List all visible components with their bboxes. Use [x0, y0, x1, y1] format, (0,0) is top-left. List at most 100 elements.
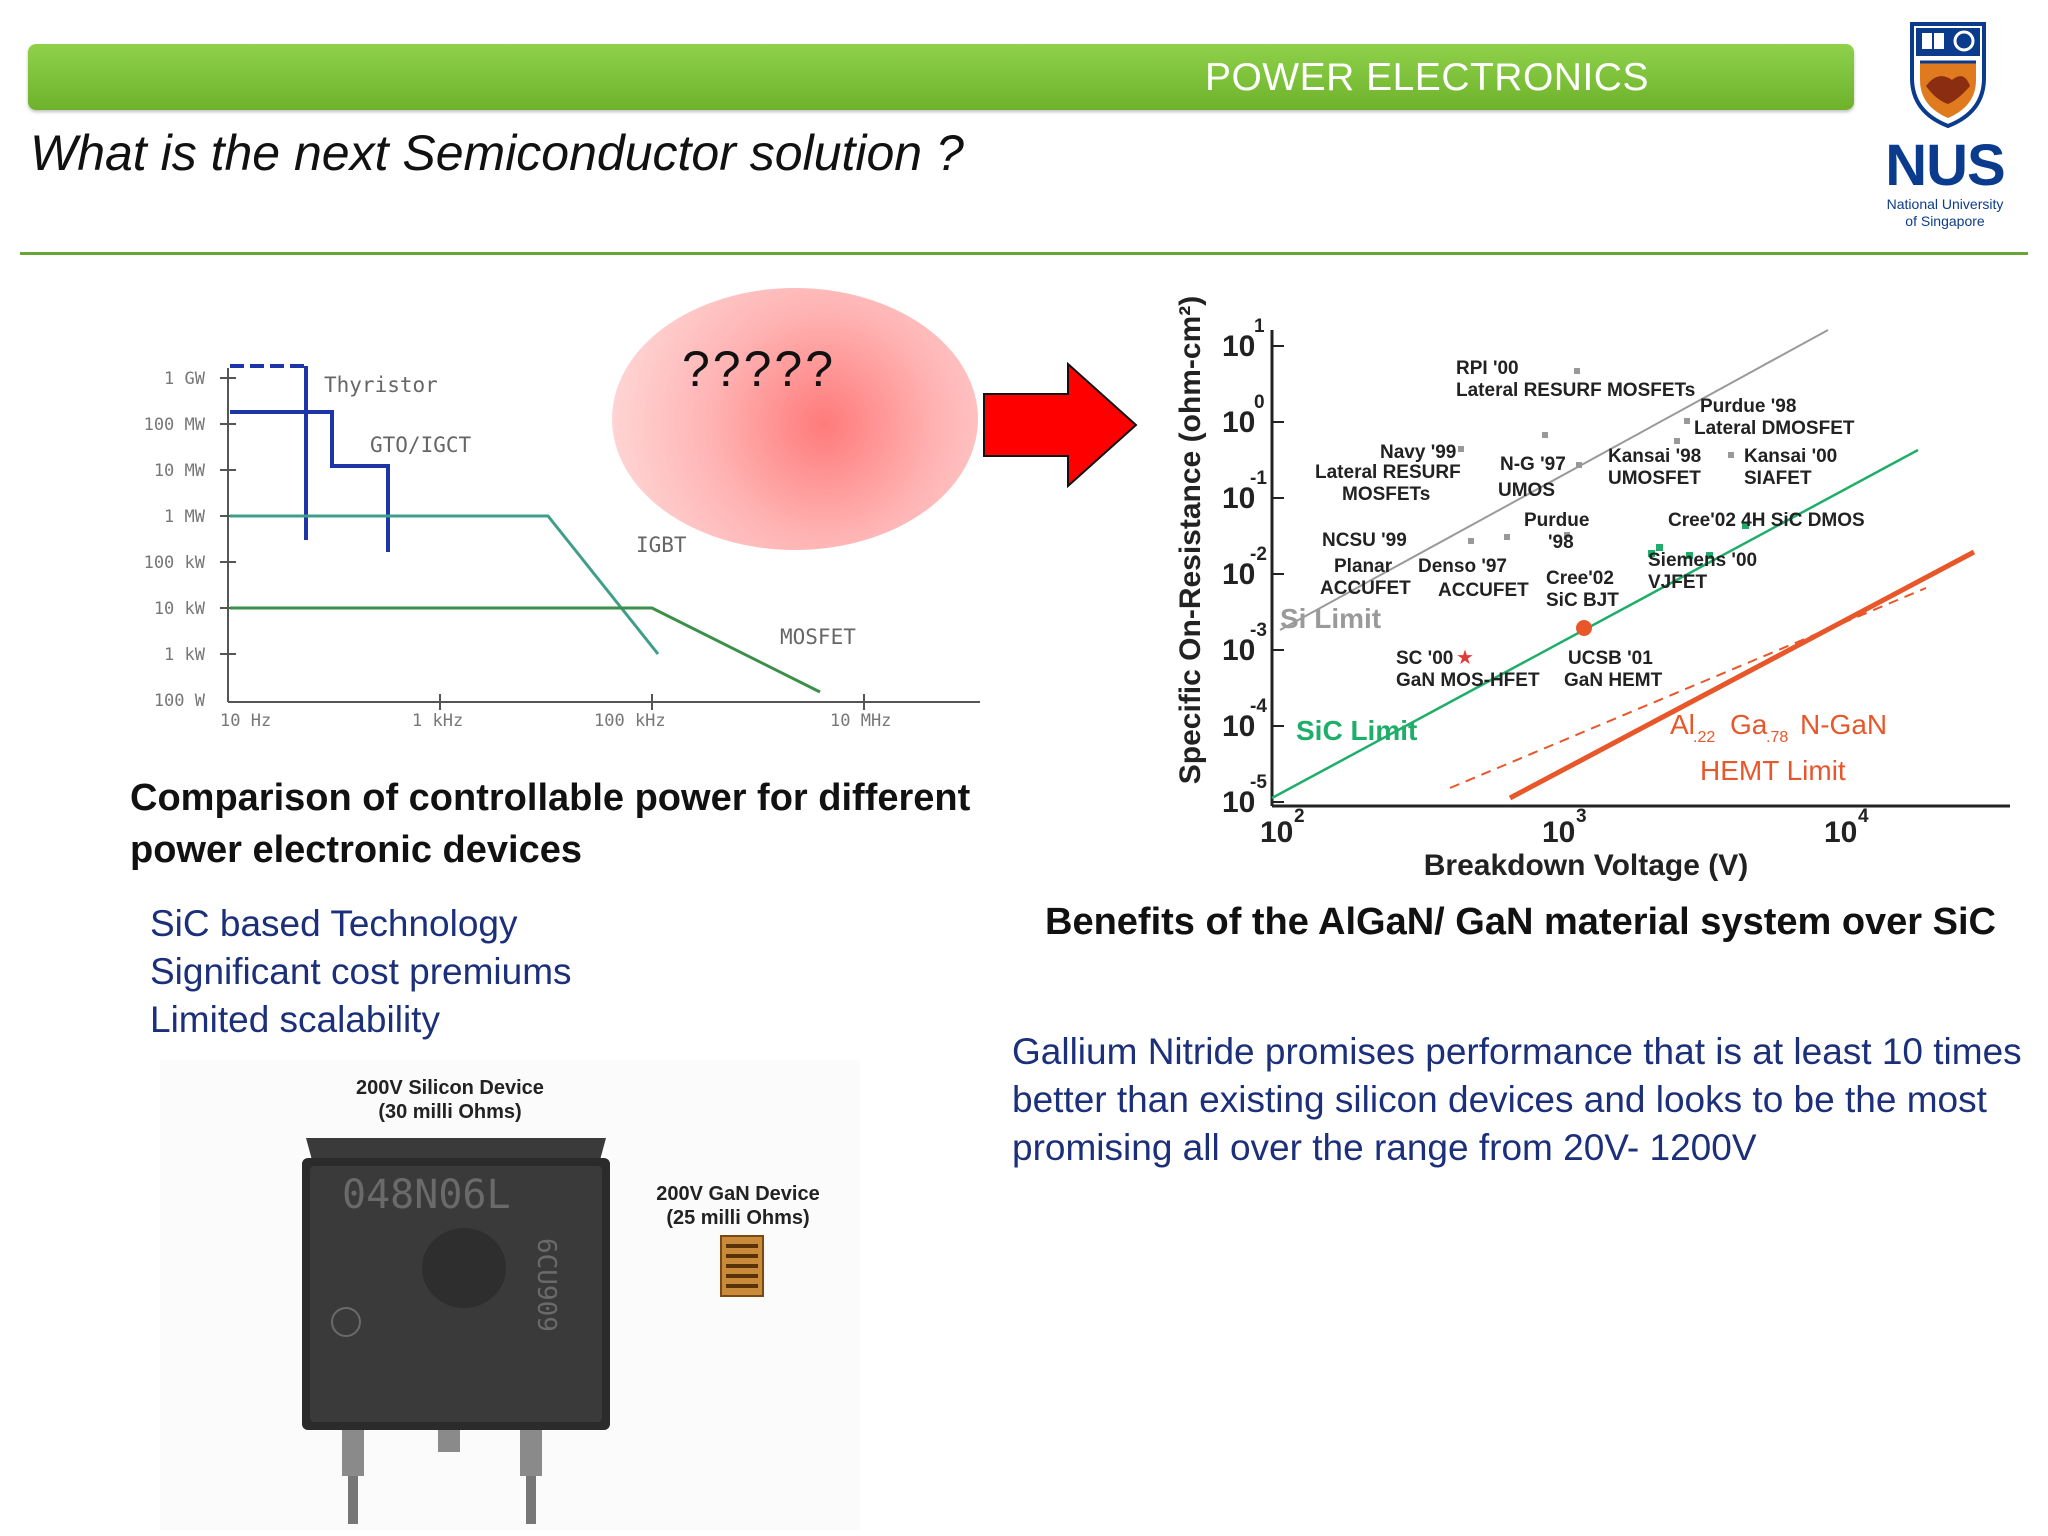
sic-point: SiC based Technology — [150, 903, 518, 944]
marker-planar — [1504, 534, 1510, 540]
annotation: Lateral RESURF — [1315, 462, 1461, 483]
package-lead — [438, 1430, 460, 1452]
gan-limit-label: Al .22 Ga .78 N-GaN HEMT Limit — [1670, 709, 1887, 786]
annotation: GaN MOS-HFET — [1396, 670, 1540, 691]
y-tick-label: 100 W — [154, 691, 206, 711]
marker-sic-2 — [1686, 552, 1693, 559]
y-tick-exponent: -5 — [1250, 772, 1267, 793]
si-limit-line — [1279, 329, 1829, 631]
x-tick-label: 10 — [1542, 816, 1575, 849]
right-arrow-icon — [983, 362, 1138, 488]
gan-promise-text: Gallium Nitride promises performance tha… — [1012, 1031, 2022, 1168]
package-tab — [306, 1138, 606, 1160]
mosfet-label: MOSFET — [780, 625, 856, 649]
package-pin — [526, 1476, 536, 1524]
gto-curve — [230, 410, 390, 552]
gan-limit-dashed — [1449, 587, 1927, 789]
chart-caption: Comparison of controllable power for dif… — [130, 777, 971, 871]
igbt-label: IGBT — [636, 533, 687, 557]
marker-siemens — [1706, 552, 1713, 559]
annotation: VJFET — [1648, 572, 1708, 593]
gan-device-name: 200V GaN Device — [656, 1183, 820, 1205]
marker-cree-bjt — [1656, 544, 1663, 551]
annotation: Siemens '00 — [1648, 550, 1757, 571]
y-tick-label: 100 kW — [144, 553, 206, 573]
y-tick-label: 10 — [1222, 406, 1255, 439]
annotation: ACCUFET — [1438, 580, 1529, 601]
annotation: MOSFETs — [1342, 484, 1430, 505]
y-tick-label: 10 MW — [154, 461, 206, 481]
x-axis-label: Breakdown Voltage (V) — [1424, 849, 1749, 882]
x-tick-label: 10 — [1824, 816, 1857, 849]
y-ticks — [1272, 345, 1284, 803]
annotation: Purdue '98 — [1700, 396, 1796, 417]
x-tick-label: 10 MHz — [830, 711, 891, 731]
y-tick-label: 10 — [1222, 786, 1255, 819]
nus-wordmark: NUS — [1885, 133, 2005, 198]
y-tick-label: 10 kW — [154, 599, 206, 619]
sic-point: Significant cost premiums — [150, 951, 572, 992]
marker-n-g — [1576, 462, 1582, 468]
y-axis-label: Specific On-Resistance (ohm-cm²) — [1174, 296, 1207, 784]
annotation: ACCUFET — [1320, 578, 1411, 599]
y-tick-label: 10 — [1222, 330, 1255, 363]
x-tick-exponent: 4 — [1858, 806, 1869, 827]
gan-device-label: 200V GaN Device (25 milli Ohms) — [628, 1182, 848, 1230]
gan-device-resistance: (25 milli Ohms) — [666, 1207, 810, 1229]
infineon-logo-icon — [331, 1307, 361, 1337]
gan-limit-line — [1508, 549, 1976, 801]
marker-kansai-98 — [1728, 452, 1734, 458]
gan-limit-al: Al — [1670, 709, 1695, 740]
si-limit-label: Si Limit — [1280, 603, 1381, 634]
annotation: Purdue — [1524, 510, 1589, 531]
annotation: SIAFET — [1744, 468, 1812, 489]
gan-limit-ga-sub: .78 — [1766, 729, 1788, 746]
sic-point: Limited scalability — [150, 999, 440, 1040]
annotation: Lateral DMOSFET — [1694, 418, 1855, 439]
marker-ncsu — [1468, 538, 1474, 544]
marker-sc-star: ★ — [1456, 645, 1474, 669]
annotation: Navy '99 — [1380, 442, 1456, 463]
title-divider — [20, 252, 2028, 255]
nus-subtitle: National University of Singapore — [1870, 196, 2020, 230]
marker-purdue-98 — [1684, 418, 1690, 424]
y-tick-exponent: -1 — [1250, 468, 1267, 489]
x-tick-labels: 10 2 10 3 10 4 — [1260, 806, 1869, 849]
annotation: Lateral RESURF MOSFETs — [1456, 380, 1695, 401]
gan-limit-ngan: N-GaN — [1800, 709, 1887, 740]
gan-limit-al-sub: .22 — [1693, 729, 1715, 746]
annotation: RPI '00 — [1456, 358, 1519, 379]
gan-limit-hemt: HEMT Limit — [1700, 755, 1846, 786]
annotation: SC '00 — [1396, 648, 1453, 669]
annotation: UMOSFET — [1608, 468, 1701, 489]
annotation: GaN HEMT — [1564, 670, 1663, 691]
marker-denso — [1564, 532, 1570, 538]
marker-purdue-sic — [1648, 550, 1655, 557]
package-lead — [342, 1430, 364, 1476]
marker-lateral-dmosfet — [1674, 438, 1680, 444]
silicon-device-name: 200V Silicon Device — [356, 1077, 544, 1099]
marker-rpi — [1574, 368, 1580, 374]
section-title: POWER ELECTRONICS — [1204, 56, 1649, 99]
annotation: N-G '97 — [1500, 454, 1566, 475]
y-tick-label: 10 — [1222, 558, 1255, 591]
annotation: UCSB '01 — [1568, 648, 1653, 669]
y-tick-label: 1 GW — [164, 369, 206, 389]
nus-subtitle-line1: National University — [1886, 196, 2004, 212]
y-axis: 1 GW 100 MW 10 MW 1 MW 100 kW 10 kW 1 kW… — [144, 368, 236, 711]
marker-cree-dmos — [1742, 522, 1749, 529]
gto-label: GTO/IGCT — [370, 433, 472, 457]
thyristor-curve-dashed — [230, 364, 308, 540]
y-tick-label: 10 — [1222, 634, 1255, 667]
on-resistance-chart: 10 1 10 0 10 -1 10 -2 10 -3 10 -4 10 -5 … — [1174, 296, 2010, 882]
silicon-device-label: 200V Silicon Device (30 milli Ohms) — [300, 1076, 600, 1124]
device-comparison-photo: 048N06L 6CU909 — [160, 1060, 860, 1530]
data-markers: ★ — [1456, 368, 1749, 669]
annotation: SiC BJT — [1546, 590, 1619, 611]
y-tick-label: 1 kW — [164, 645, 206, 665]
x-tick-exponent: 2 — [1294, 806, 1305, 827]
question-marks: ????? — [682, 341, 837, 397]
x-tick-label: 1 kHz — [412, 711, 463, 731]
annotation: Cree'02 4H SiC DMOS — [1668, 510, 1865, 531]
package-marking: 048N06L — [342, 1172, 511, 1218]
